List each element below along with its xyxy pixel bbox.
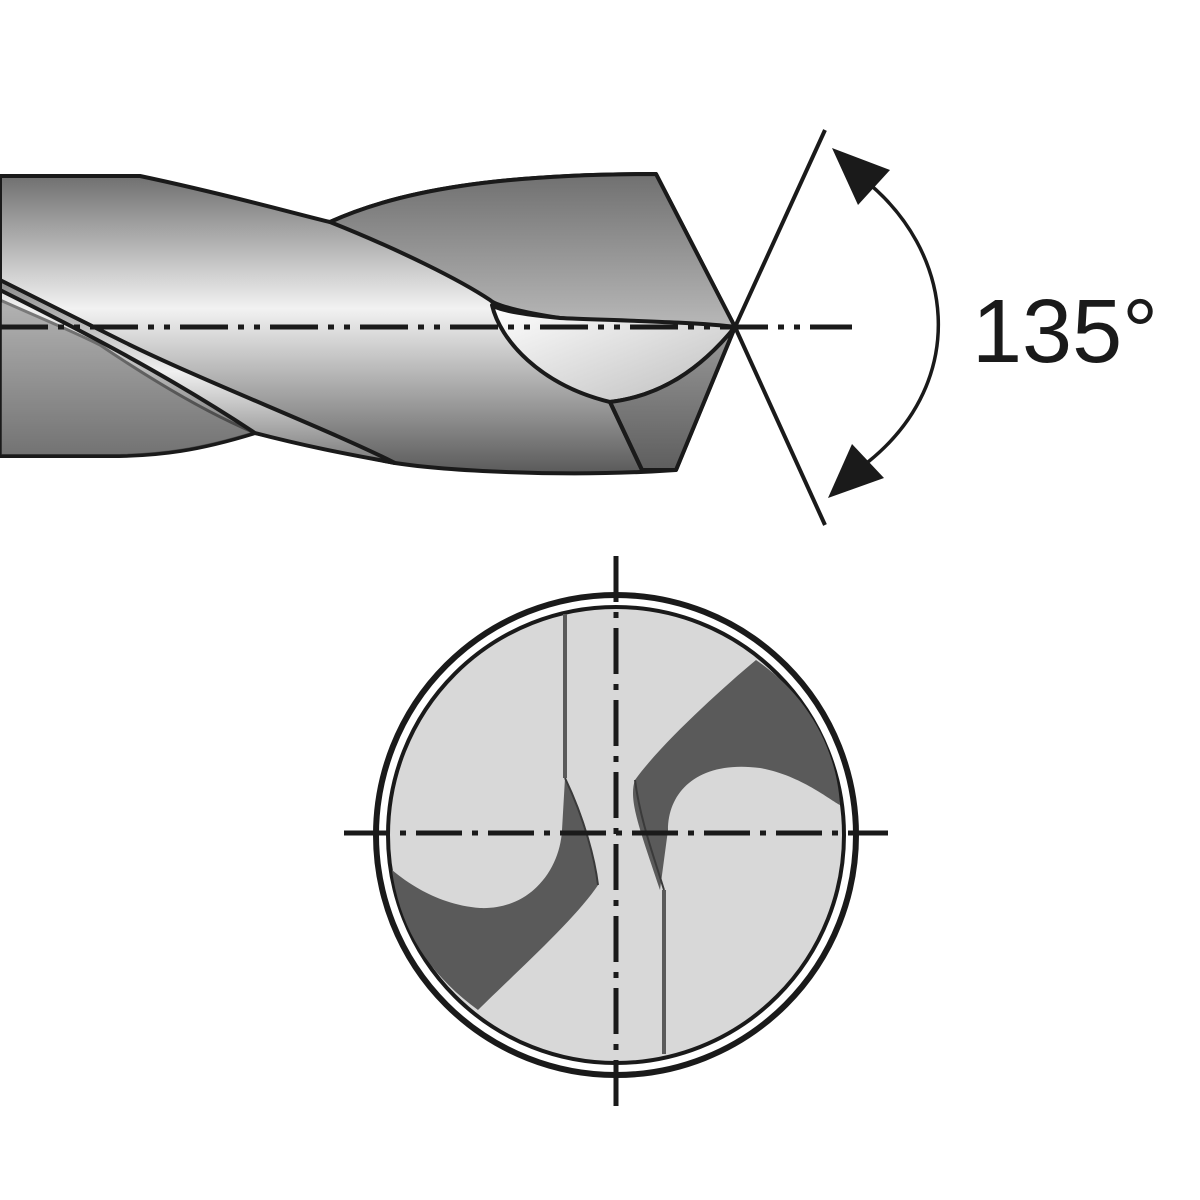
arrowhead-lower [828, 444, 884, 498]
chisel-edge-curve [564, 777, 665, 891]
angle-dimension-arc [860, 176, 940, 464]
flute-lower-left [392, 778, 598, 1010]
cutting-edge-line [608, 401, 644, 471]
drill-end-view [344, 556, 888, 1112]
arrowhead-upper [832, 148, 890, 205]
drill-side-view [0, 172, 737, 476]
point-angle-line-upper [733, 129, 827, 328]
flute-upper-right [632, 660, 840, 890]
point-angle-label: 135° [972, 282, 1158, 382]
point-angle-line-lower [733, 326, 827, 526]
